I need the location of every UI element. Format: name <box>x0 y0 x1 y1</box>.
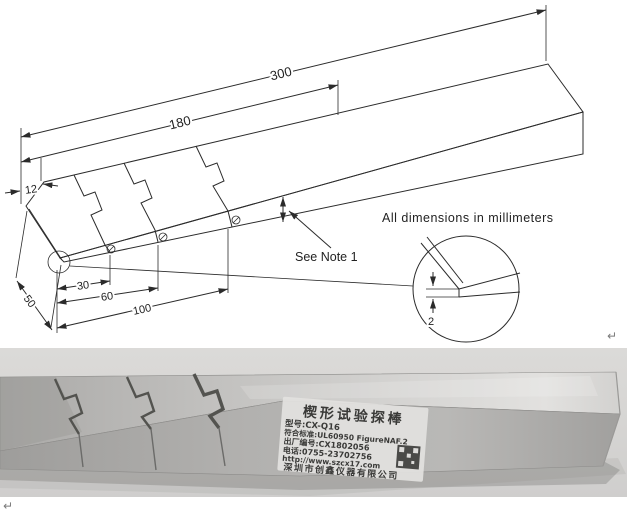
step-joint-2-front <box>154 229 159 243</box>
see-note-callout: See Note 1 <box>280 197 358 264</box>
photo-joint-front-lines <box>78 427 226 471</box>
detail-circle <box>412 235 520 343</box>
step-joint-3-front <box>227 210 233 228</box>
product-photo: 楔形试验探棒 型号:CX-Q16 符合标准:UL60950 FigureNAF.… <box>0 348 627 497</box>
dimension-30-value: 30 <box>76 279 90 293</box>
detail-source-circle <box>47 250 71 274</box>
wedge-tip-edge-line <box>28 208 63 261</box>
detail-leader-line <box>69 265 414 287</box>
technical-drawing: 300 180 12 50 30 <box>4 5 584 343</box>
wedge-top-face <box>25 63 584 259</box>
wedge-photo: 楔形试验探棒 型号:CX-Q16 符合标准:UL60950 FigureNAF.… <box>0 371 621 482</box>
photo-joint-2 <box>125 376 156 430</box>
screw-symbol-3 <box>231 215 241 225</box>
dimension-100-value: 100 <box>132 302 153 318</box>
screw-symbol-2 <box>158 232 168 242</box>
photo-step-joints <box>53 373 226 435</box>
wedge-front-face <box>59 111 584 263</box>
dimension-300: 300 <box>20 5 547 204</box>
dimension-100: 100 <box>56 229 229 329</box>
step-joints <box>73 145 241 254</box>
photo-joint-1 <box>53 378 84 435</box>
engraved-label: 楔形试验探棒 型号:CX-Q16 符合标准:UL60950 FigureNAF.… <box>277 396 429 482</box>
extension-line <box>15 210 28 279</box>
photo-joint-3 <box>192 373 226 430</box>
dimension-180-value: 180 <box>168 113 193 133</box>
label-model: 型号:CX-Q16 <box>285 418 341 433</box>
wedge-outline <box>25 63 584 263</box>
photo-top-highlight <box>240 376 598 399</box>
dimension-300-value: 300 <box>269 64 294 84</box>
dimension-60: 60 <box>56 245 159 306</box>
dimension-180: 180 <box>20 80 339 163</box>
paragraph-return-icon: ↵ <box>607 329 617 343</box>
paragraph-return-icon: ↵ <box>3 499 13 513</box>
photo-right-edge <box>602 371 621 467</box>
step-joint-3 <box>195 145 229 212</box>
dimension-50-value: 50 <box>21 293 38 310</box>
screw-symbol-1 <box>106 244 116 254</box>
note-leader-line <box>288 210 332 249</box>
extension-line <box>50 264 62 328</box>
dimension-2-value: 2 <box>428 316 434 328</box>
detail-geometry: 2 <box>420 236 521 330</box>
qr-code <box>395 444 421 470</box>
step-joint-2 <box>123 162 156 231</box>
dimension-50: 50 <box>15 210 62 331</box>
dimension-12: 12 <box>4 158 59 199</box>
tip-detail-callout: 2 <box>47 235 521 343</box>
dimension-12-value: 12 <box>24 183 38 197</box>
label-plate <box>277 396 429 482</box>
units-note-text: All dimensions in millimeters <box>382 211 554 225</box>
dimension-60-value: 60 <box>100 290 114 304</box>
see-note-text: See Note 1 <box>295 250 358 264</box>
step-joint-1 <box>73 174 106 246</box>
